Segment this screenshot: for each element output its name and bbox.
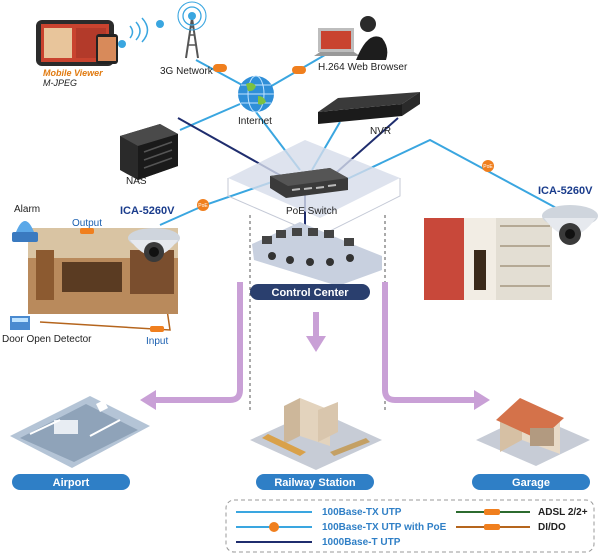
railway-station-illustration <box>250 398 382 470</box>
internet-globe-icon <box>238 75 274 113</box>
legend-adsl-text: ADSL 2/2+ <box>538 507 588 518</box>
output-label: Output <box>72 218 102 229</box>
control-center-label: Control Center <box>272 287 350 299</box>
nas-device-icon <box>120 124 178 180</box>
distribution-arrows <box>150 282 478 403</box>
input-label: Input <box>146 336 168 347</box>
arrow-heads <box>140 336 490 410</box>
legend-utp100-text: 100Base-TX UTP <box>322 507 402 518</box>
arrow-to-airport <box>150 282 243 403</box>
poe-badge-left: PoE <box>197 199 209 211</box>
arrowhead-railway <box>306 336 326 352</box>
di-badge <box>150 326 164 332</box>
arrow-to-garage <box>382 282 478 403</box>
camera-right-label: ICA-5260V <box>538 185 593 197</box>
airport-label: Airport <box>53 477 90 489</box>
poe-switch-label: PoE Switch <box>286 206 337 217</box>
library-photo <box>424 218 552 300</box>
3g-network-label: 3G Network <box>160 66 214 77</box>
legend-box <box>225 499 595 553</box>
poe-badge-right-text: PoE <box>483 164 493 170</box>
legend-adsl <box>456 509 530 515</box>
arrowhead-garage <box>474 390 490 410</box>
legend-utp1000-text: 1000Base-T UTP <box>322 537 401 548</box>
poe-switch-icon <box>270 168 348 198</box>
line-internet-nas <box>179 103 241 131</box>
door-detector-label: Door Open Detector <box>2 334 92 345</box>
legend-utp100-poe <box>236 522 312 532</box>
wireless-signal-icon <box>118 17 164 48</box>
nvr-device-icon <box>318 92 420 124</box>
garage-pill <box>472 474 590 490</box>
alarm-label: Alarm <box>14 204 40 215</box>
poe-badge-right: PoE <box>482 160 494 172</box>
airport-illustration <box>10 396 150 468</box>
mobile-viewer-label: Mobile Viewer <box>43 68 103 78</box>
control-center-pill <box>250 284 370 300</box>
camera-left-label: ICA-5260V <box>120 205 175 217</box>
alarm-siren-icon <box>12 221 38 242</box>
railway-station-pill <box>256 474 374 490</box>
link-badge-browser <box>292 66 306 74</box>
web-browser-user-icon <box>314 16 388 60</box>
door-detector-icon <box>10 316 30 330</box>
dome-camera-left-icon <box>128 228 180 262</box>
legend-dido <box>456 524 530 530</box>
garage-label: Garage <box>512 477 550 489</box>
cell-tower-icon <box>177 1 207 59</box>
garage-illustration <box>476 398 590 466</box>
control-desks-icon <box>252 222 382 286</box>
dome-camera-right-icon <box>542 205 598 245</box>
nvr-label: NVR <box>370 126 391 137</box>
poe-badge-left-text: PoE <box>198 203 208 209</box>
legend-dido-text: DI/DO <box>538 522 566 533</box>
mjpeg-label: M-JPEG <box>43 78 77 88</box>
do-badge <box>80 228 94 234</box>
airport-pill <box>12 474 130 490</box>
arrowhead-airport <box>140 390 156 410</box>
line-switch-camera-right <box>344 138 561 211</box>
web-browser-label: H.264 Web Browser <box>318 62 408 73</box>
link-badge-3g <box>213 64 227 72</box>
railway-station-label: Railway Station <box>274 477 356 489</box>
internet-label: Internet <box>238 116 272 127</box>
nas-label: NAS <box>126 176 147 187</box>
mobile-viewer-device <box>36 20 118 66</box>
legend-utp100-poe-text: 100Base-TX UTP with PoE <box>322 522 447 533</box>
